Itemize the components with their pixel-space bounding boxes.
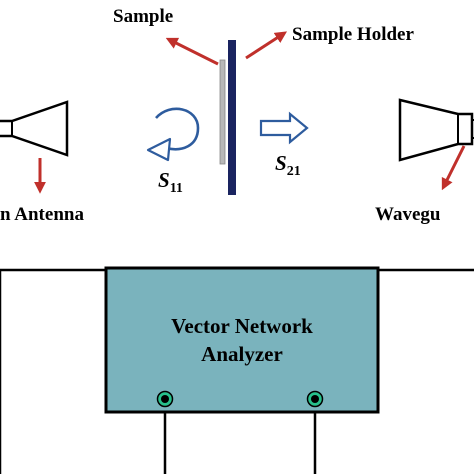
s21-label: S21 (275, 151, 301, 179)
vna-port-2 (306, 390, 324, 408)
s11-label: S11 (158, 168, 183, 196)
waveguide-pointer-arrow (441, 145, 466, 191)
sample-holder-plate (228, 40, 236, 195)
waveguide-label: Wavegu (375, 204, 441, 225)
s11-reflection-arrow (146, 107, 200, 162)
s21-transmission-arrow (259, 111, 309, 145)
holder-pointer-arrow (245, 31, 288, 60)
vector-network-analyzer-box (104, 266, 380, 414)
horn-antenna-label: n Antenna (0, 204, 84, 225)
sample-pointer-arrow (165, 37, 219, 66)
waveguide-antenna-right (398, 98, 474, 162)
vna-title-line1: Vector Network (171, 314, 313, 338)
sample-label: Sample (113, 6, 173, 27)
horn-antenna-left (0, 100, 69, 157)
sample-slab (219, 59, 226, 165)
vna-port-1 (156, 390, 174, 408)
vna-title-line2: Analyzer (201, 342, 283, 366)
sample-holder-label: Sample Holder (292, 24, 414, 45)
